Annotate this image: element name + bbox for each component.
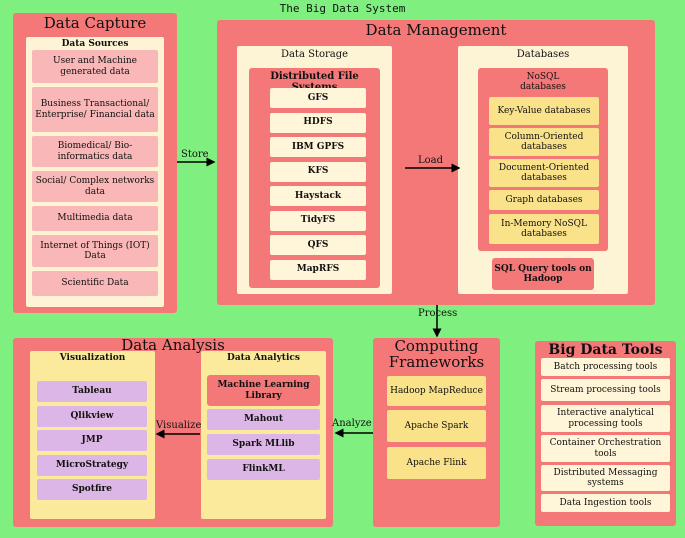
computing-framework-item: Hadoop MapReduce [387,376,486,406]
big-data-tool-item: Stream processing tools [541,379,670,401]
data-sources-box: Data Sources User and Machine generated … [26,37,164,307]
analyze-label: Analyze [332,418,372,429]
dfs-box: Distributed File Systems GFS HDFS IBM GPFS… [249,68,380,288]
big-data-tool-item: Distributed Messaging systems [541,465,670,491]
load-label: Load [418,155,444,166]
visualize-label: Visualize [156,420,202,431]
data-storage-title: Data Storage [280,49,349,60]
visualization-title: Visualization [59,353,126,363]
data-source-item: Multimedia data [32,206,158,231]
dfs-item-0: GFS [270,88,366,108]
dfs-item-2: IBM GPFS [270,137,366,157]
computing-framework-item: Apache Spark [387,410,486,442]
data-analytics-title: Data Analytics [227,353,300,363]
data-source-item: Business Transactional/ Enterprise/ Fina… [32,87,158,132]
visualization-item-0: Tableau [37,381,147,402]
nosql-item: Document-Oriented databases [489,159,599,187]
system-title: The Big Data System [279,2,406,15]
nosql-item: Key-Value databases [489,97,599,125]
dfs-item-3: KFS [270,161,366,182]
nosql-item: Column-Oriented databases [489,128,599,156]
data-source-item: User and Machine generated data [32,50,158,83]
data-source-item: Internet of Things (IOT) Data [32,235,158,267]
dfs-item-7: MapRFS [270,259,366,280]
data-analytics-item: FlinkML [207,459,320,480]
dfs-title: Distributed File Systems [270,71,359,93]
sql-query-tools: SQL Query tools on Hadoop [492,258,594,290]
dfs-item-6: QFS [270,235,366,255]
big-data-tool-item: Container Orchestration tools [541,435,670,462]
visualization-item-1: Qlikview [37,405,147,427]
data-management-panel: Data Management Data Storage Distributed… [217,20,655,305]
store-label: Store [181,149,209,160]
visualization-item-3: MicroStrategy [37,454,147,476]
data-analytics-item: Mahout [207,409,320,430]
data-source-item: Biomedical/ Bio-informatics data [32,136,158,167]
databases-title: Databases [516,49,570,60]
computing-frameworks-title: Computing Frameworks [388,337,485,371]
data-storage-box: Data Storage Distributed File Systems GF… [237,46,392,294]
visualization-item-2: JMP [37,430,147,451]
computing-framework-item: Apache Flink [387,447,486,479]
data-analysis-title: Data Analysis [121,336,225,354]
data-sources-title: Data Sources [61,39,129,49]
data-analytics-item: Spark MLlib [207,434,320,455]
nosql-item: In-Memory NoSQL databases [489,214,599,244]
data-source-item: Scientific Data [32,271,158,296]
data-management-title: Data Management [365,21,507,39]
big-data-tool-item: Interactive analytical processing tools [541,405,670,432]
data-source-item: Social/ Complex networks data [32,171,158,202]
dfs-item-5: TidyFS [270,210,366,231]
data-capture-title: Data Capture [43,14,147,32]
dfs-item-4: Haystack [270,186,366,206]
process-label: Process [418,308,458,319]
big-data-tool-item: Batch processing tools [541,358,670,376]
dfs-item-1: HDFS [270,112,366,133]
nosql-item: Graph databases [489,190,599,210]
visualization-item-4: Spotfire [37,479,147,500]
databases-box: Databases NoSQL databases Key-Value data… [458,46,628,294]
data-analytics-item: Machine Learning Library [207,375,320,406]
data-capture-panel: Data Capture Data Sources User and Machi… [13,13,177,313]
nosql-title: NoSQL databases [520,71,566,92]
big-data-tool-item: Data Ingestion tools [541,494,670,512]
big-data-tools-title: Big Data Tools [548,342,663,358]
